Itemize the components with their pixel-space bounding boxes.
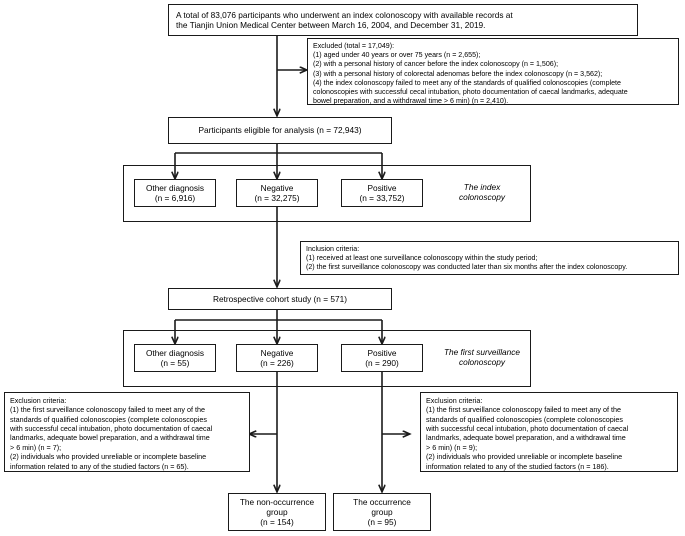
index-negative-label: Negative (n = 32,275) [254,182,300,203]
total-participants-box: A total of 83,076 participants who under… [168,4,638,36]
occurrence-group-label: The occurrence group (n = 95) [353,496,411,528]
index-negative-box: Negative (n = 32,275) [236,179,318,207]
surveillance-colonoscopy-group-label: The first surveillance colonoscopy [443,347,521,368]
excluded-box: Excluded (total = 17,049): (1) aged unde… [307,38,679,105]
eligible-participants-box: Participants eligible for analysis (n = … [168,117,392,144]
index-positive-box: Positive (n = 33,752) [341,179,423,207]
surveillance-negative-box: Negative (n = 226) [236,344,318,372]
exclusion-criteria-left-box: Exclusion criteria: (1) the first survei… [4,392,250,472]
total-participants-label: A total of 83,076 participants who under… [176,9,513,30]
surveillance-other-diagnosis-label: Other diagnosis (n = 55) [145,347,205,368]
index-other-diagnosis-box: Other diagnosis (n = 6,916) [134,179,216,207]
surveillance-other-diagnosis-box: Other diagnosis (n = 55) [134,344,216,372]
index-positive-label: Positive (n = 33,752) [359,182,405,203]
non-occurrence-group-label: The non-occurrence group (n = 154) [239,496,315,528]
non-occurrence-group-box: The non-occurrence group (n = 154) [228,493,326,531]
inclusion-criteria-box: Inclusion criteria: (1) received at leas… [300,241,679,275]
index-other-diagnosis-label: Other diagnosis (n = 6,916) [145,182,205,203]
occurrence-group-box: The occurrence group (n = 95) [333,493,431,531]
index-colonoscopy-group-label: The index colonoscopy [458,182,506,203]
exclusion-criteria-right-box: Exclusion criteria: (1) the first survei… [420,392,678,472]
eligible-participants-label: Participants eligible for analysis (n = … [198,125,362,136]
surveillance-negative-label: Negative (n = 226) [260,347,294,368]
surveillance-positive-box: Positive (n = 290) [341,344,423,372]
retrospective-cohort-label: Retrospective cohort study (n = 571) [213,293,347,304]
retrospective-cohort-box: Retrospective cohort study (n = 571) [168,288,392,310]
surveillance-positive-label: Positive (n = 290) [365,347,399,368]
